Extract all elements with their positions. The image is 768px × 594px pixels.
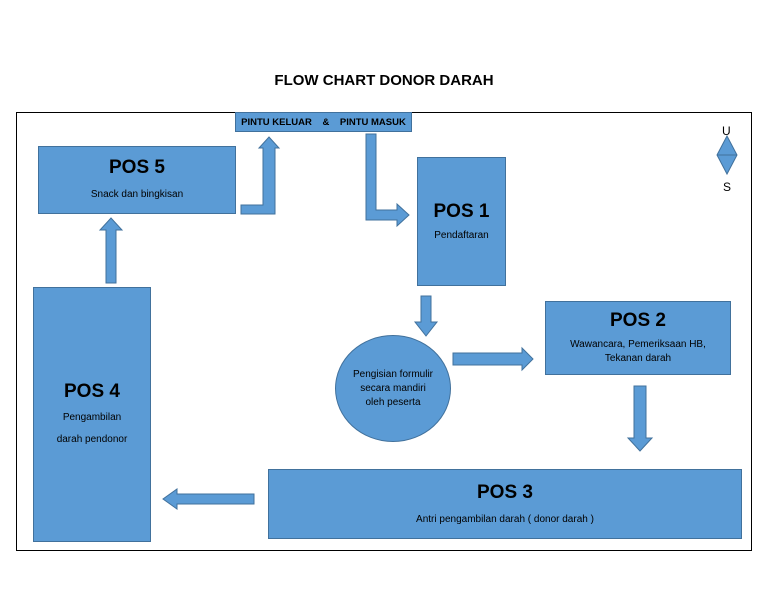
pos2-description: Wawancara, Pemeriksaan HB, Tekanan darah xyxy=(570,339,706,364)
pos2-box: POS 2 Wawancara, Pemeriksaan HB, Tekanan… xyxy=(545,301,731,375)
compass-north-label: U xyxy=(722,124,731,138)
pos3-title: POS 3 xyxy=(477,482,533,503)
pos4-title: POS 4 xyxy=(64,381,120,402)
pos2-title: POS 2 xyxy=(610,310,666,331)
arrow-entry-to-pos1 xyxy=(365,133,410,228)
pos1-title: POS 1 xyxy=(433,201,490,222)
ampersand: & xyxy=(322,116,330,128)
arrow-pos2-to-pos3 xyxy=(626,385,654,452)
form-filling-text: Pengisian formulir secara mandiri oleh p… xyxy=(352,368,434,408)
arrow-pos4-to-pos5 xyxy=(98,217,124,284)
compass-south-label: S xyxy=(723,180,732,194)
pos3-description: Antri pengambilan darah ( donor darah ) xyxy=(416,514,594,525)
entry-door-label: PINTU MASUK xyxy=(339,116,406,128)
arrow-pos3-to-pos4 xyxy=(162,488,255,510)
pos4-description-line2: darah pendonor xyxy=(56,434,128,445)
pos5-description: Snack dan bingkisan xyxy=(90,189,184,200)
arrow-pos5-to-exit xyxy=(240,136,281,215)
pos5-title: POS 5 xyxy=(109,157,165,178)
pos4-description-line1: Pengambilan xyxy=(62,412,122,423)
arrow-pos1-to-circle xyxy=(413,295,439,337)
page-title: FLOW CHART DONOR DARAH xyxy=(274,72,494,89)
pos4-box: POS 4 Pengambilan darah pendonor xyxy=(33,287,151,542)
exit-door-label: PINTU KELUAR xyxy=(241,116,312,128)
pos5-box: POS 5 Snack dan bingkisan xyxy=(38,146,236,214)
pos1-description: Pendaftaran xyxy=(434,230,489,241)
arrow-circle-to-pos2 xyxy=(452,346,534,372)
form-filling-circle: Pengisian formulir secara mandiri oleh p… xyxy=(335,335,451,442)
entry-exit-label: PINTU KELUAR & PINTU MASUK xyxy=(235,112,412,132)
pos3-box: POS 3 Antri pengambilan darah ( donor da… xyxy=(268,469,742,539)
pos1-box: POS 1 Pendaftaran xyxy=(417,157,506,286)
